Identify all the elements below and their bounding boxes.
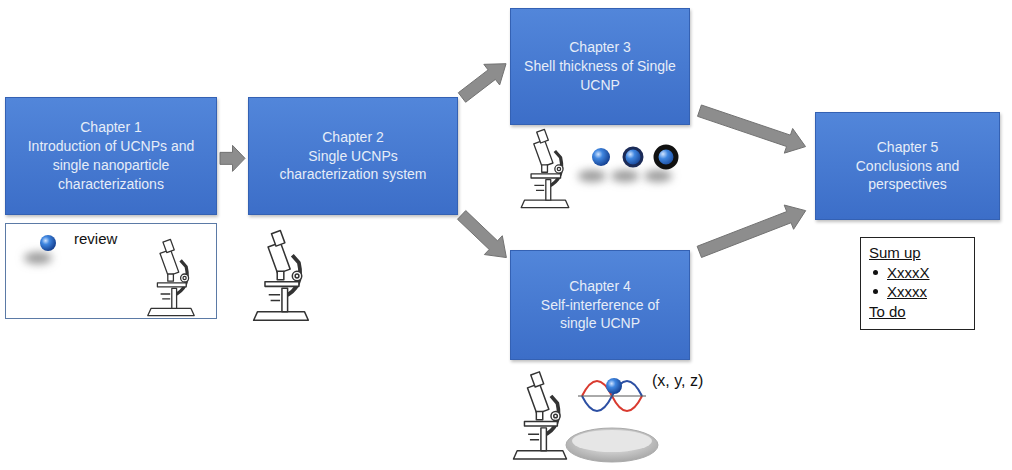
- chapter-number: Chapter 3: [569, 39, 630, 55]
- text-row: Chapter 2: [322, 128, 383, 147]
- core-particle: [592, 148, 610, 166]
- chapter-number: Chapter 4: [569, 278, 630, 294]
- thin-shell-particle: [624, 148, 642, 166]
- text-row: Chapter 1: [80, 118, 141, 137]
- flow-arrow: [697, 205, 806, 257]
- text-row: Chapter 4: [569, 277, 630, 296]
- ball-shadow: [24, 252, 52, 264]
- chapter-number: Chapter 1: [80, 119, 141, 135]
- microscope-icon: [254, 230, 309, 320]
- box-text: Self-interference of single UCNP: [541, 297, 659, 332]
- text-row: Xxxxx: [869, 282, 966, 302]
- microscope-icon: [513, 372, 566, 459]
- chapter-box: Chapter 5 Conclusions and perspectives: [815, 112, 1000, 220]
- text-row: To do: [869, 302, 966, 322]
- text-row: XxxxX: [869, 263, 966, 283]
- box-text: To do: [869, 302, 906, 322]
- chapter-box: Chapter 1 Introduction of UCNPs and singl…: [5, 97, 217, 215]
- text-row: Chapter 5: [877, 138, 938, 157]
- summary-box: Sum upXxxxXXxxxxTo do: [860, 237, 975, 330]
- box-text: Conclusions and perspectives: [856, 158, 960, 193]
- box-text: Sum up: [869, 243, 921, 263]
- chapter-box: Chapter 2 Single UCNPs characterization s…: [248, 97, 458, 215]
- nanoparticle: [606, 378, 622, 394]
- flow-arrow: [458, 64, 506, 103]
- text-row: Introduction of UCNPs and single nanopar…: [16, 137, 206, 194]
- flow-arrow: [457, 211, 506, 258]
- ball-shadow: [644, 170, 672, 182]
- flow-arrow: [220, 145, 245, 171]
- chapter-box: Chapter 3 Shell thickness of Single UCNP: [510, 8, 690, 125]
- coordinate-label: (x, y, z): [652, 372, 703, 390]
- chapter-number: Chapter 5: [877, 139, 938, 155]
- nanoparticle: [40, 235, 56, 251]
- box-text: Single UCNPs characterization system: [279, 148, 426, 183]
- box-text: Shell thickness of Single UCNP: [524, 58, 676, 93]
- review-box: review: [5, 223, 217, 319]
- axis-line: [578, 396, 646, 397]
- thick-shell-particle: [656, 147, 676, 167]
- substrate-disc: [566, 428, 658, 462]
- box-text: Introduction of UCNPs and single nanopar…: [28, 138, 195, 192]
- substrate-top: [572, 430, 652, 452]
- bullet-dot: [873, 270, 878, 275]
- bullet-dot: [873, 289, 878, 294]
- text-row: review: [74, 230, 210, 248]
- text-row: Self-interference of single UCNP: [521, 296, 679, 334]
- flow-arrow: [698, 105, 806, 153]
- text-row: Conclusions and perspectives: [826, 157, 989, 195]
- ball-shadow: [611, 170, 639, 182]
- chapter-number: Chapter 2: [322, 129, 383, 145]
- chapter-box: Chapter 4 Self-interference of single UCN…: [510, 250, 690, 360]
- microscope-icon: [148, 239, 194, 315]
- text-row: Sum up: [869, 243, 966, 263]
- box-text: XxxxX: [887, 263, 930, 283]
- text-row: Single UCNPs characterization system: [259, 147, 447, 185]
- text-row: Shell thickness of Single UCNP: [521, 57, 679, 95]
- text-row: Chapter 3: [569, 38, 630, 57]
- microscope-icon: [521, 129, 569, 207]
- ball-shadow: [578, 170, 606, 182]
- box-text: Xxxxx: [887, 282, 927, 302]
- box-text: review: [74, 230, 117, 247]
